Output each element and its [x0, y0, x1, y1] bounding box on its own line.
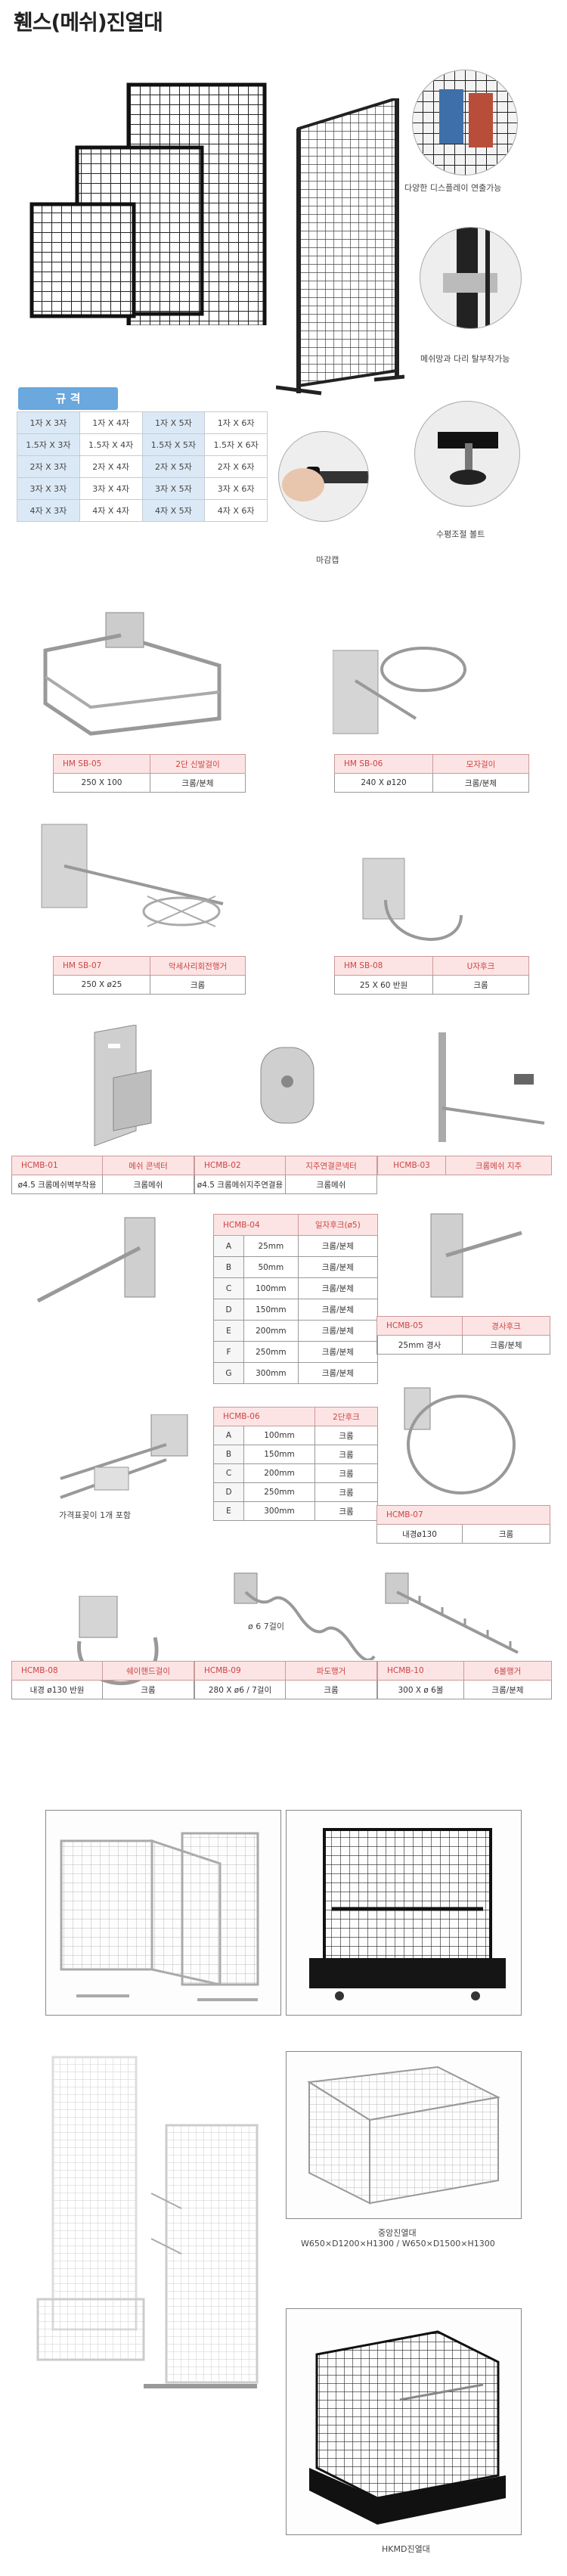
ring-hanger-image — [404, 1387, 516, 1494]
center-display-caption: 중앙진열대 — [378, 2228, 417, 2238]
straight-hook-image — [36, 1217, 156, 1303]
display-detail-circle — [412, 70, 518, 175]
six-ball-hanger-image — [385, 1572, 519, 1654]
feature-label-detachable: 메쉬망과 다리 탈부착가능 — [420, 354, 510, 364]
chrome-mesh-pillar-image — [438, 1032, 545, 1142]
wave-hanger-note: ø 6 7걸이 — [248, 1622, 284, 1631]
wave-hanger-image — [234, 1572, 376, 1660]
leveling-bolt-circle — [414, 401, 520, 507]
double-hook-image — [60, 1414, 188, 1499]
center-display-dimensions: W650×D1200×H1300 / W650×D1500×H1300 — [301, 2239, 495, 2249]
feature-label-display: 다양한 디스플레이 연출가능 — [404, 183, 502, 193]
slanted-hook-image — [430, 1213, 522, 1298]
price-tag-note: 가격표꽂이 1개 포함 — [59, 1510, 131, 1520]
u-hook-image — [362, 858, 463, 941]
center-display-stand-photo — [286, 2051, 522, 2219]
hkmd-display-caption: HKMD진열대 — [382, 2544, 430, 2554]
page-title: 휀스(메쉬)진열대 — [14, 10, 163, 35]
end-cap-circle — [278, 431, 369, 522]
hat-hanger-image — [333, 647, 466, 734]
feature-label-end-cap: 마감캡 — [316, 555, 339, 565]
rotating-accessory-hanger-image — [41, 824, 224, 927]
hkmd-display-stand-photo — [286, 2308, 522, 2535]
feature-label-leveling-bolt: 수평조절 볼트 — [436, 529, 485, 539]
shake-hand-hanger-image — [77, 1596, 159, 1686]
mesh-panels-illustration — [29, 82, 267, 325]
white-tower-stands-photo — [30, 2042, 280, 2398]
pillar-connector-image — [260, 1047, 314, 1124]
standing-mesh-display-illustration — [276, 98, 404, 396]
white-fence-stand-photo — [45, 1810, 281, 2016]
detachable-detail-circle — [420, 227, 522, 329]
black-center-stand-photo — [286, 1810, 522, 2016]
mesh-connector-image — [94, 1025, 152, 1147]
shoe-rack-hook-image — [43, 612, 222, 736]
spec-header: 규 격 — [18, 387, 118, 410]
